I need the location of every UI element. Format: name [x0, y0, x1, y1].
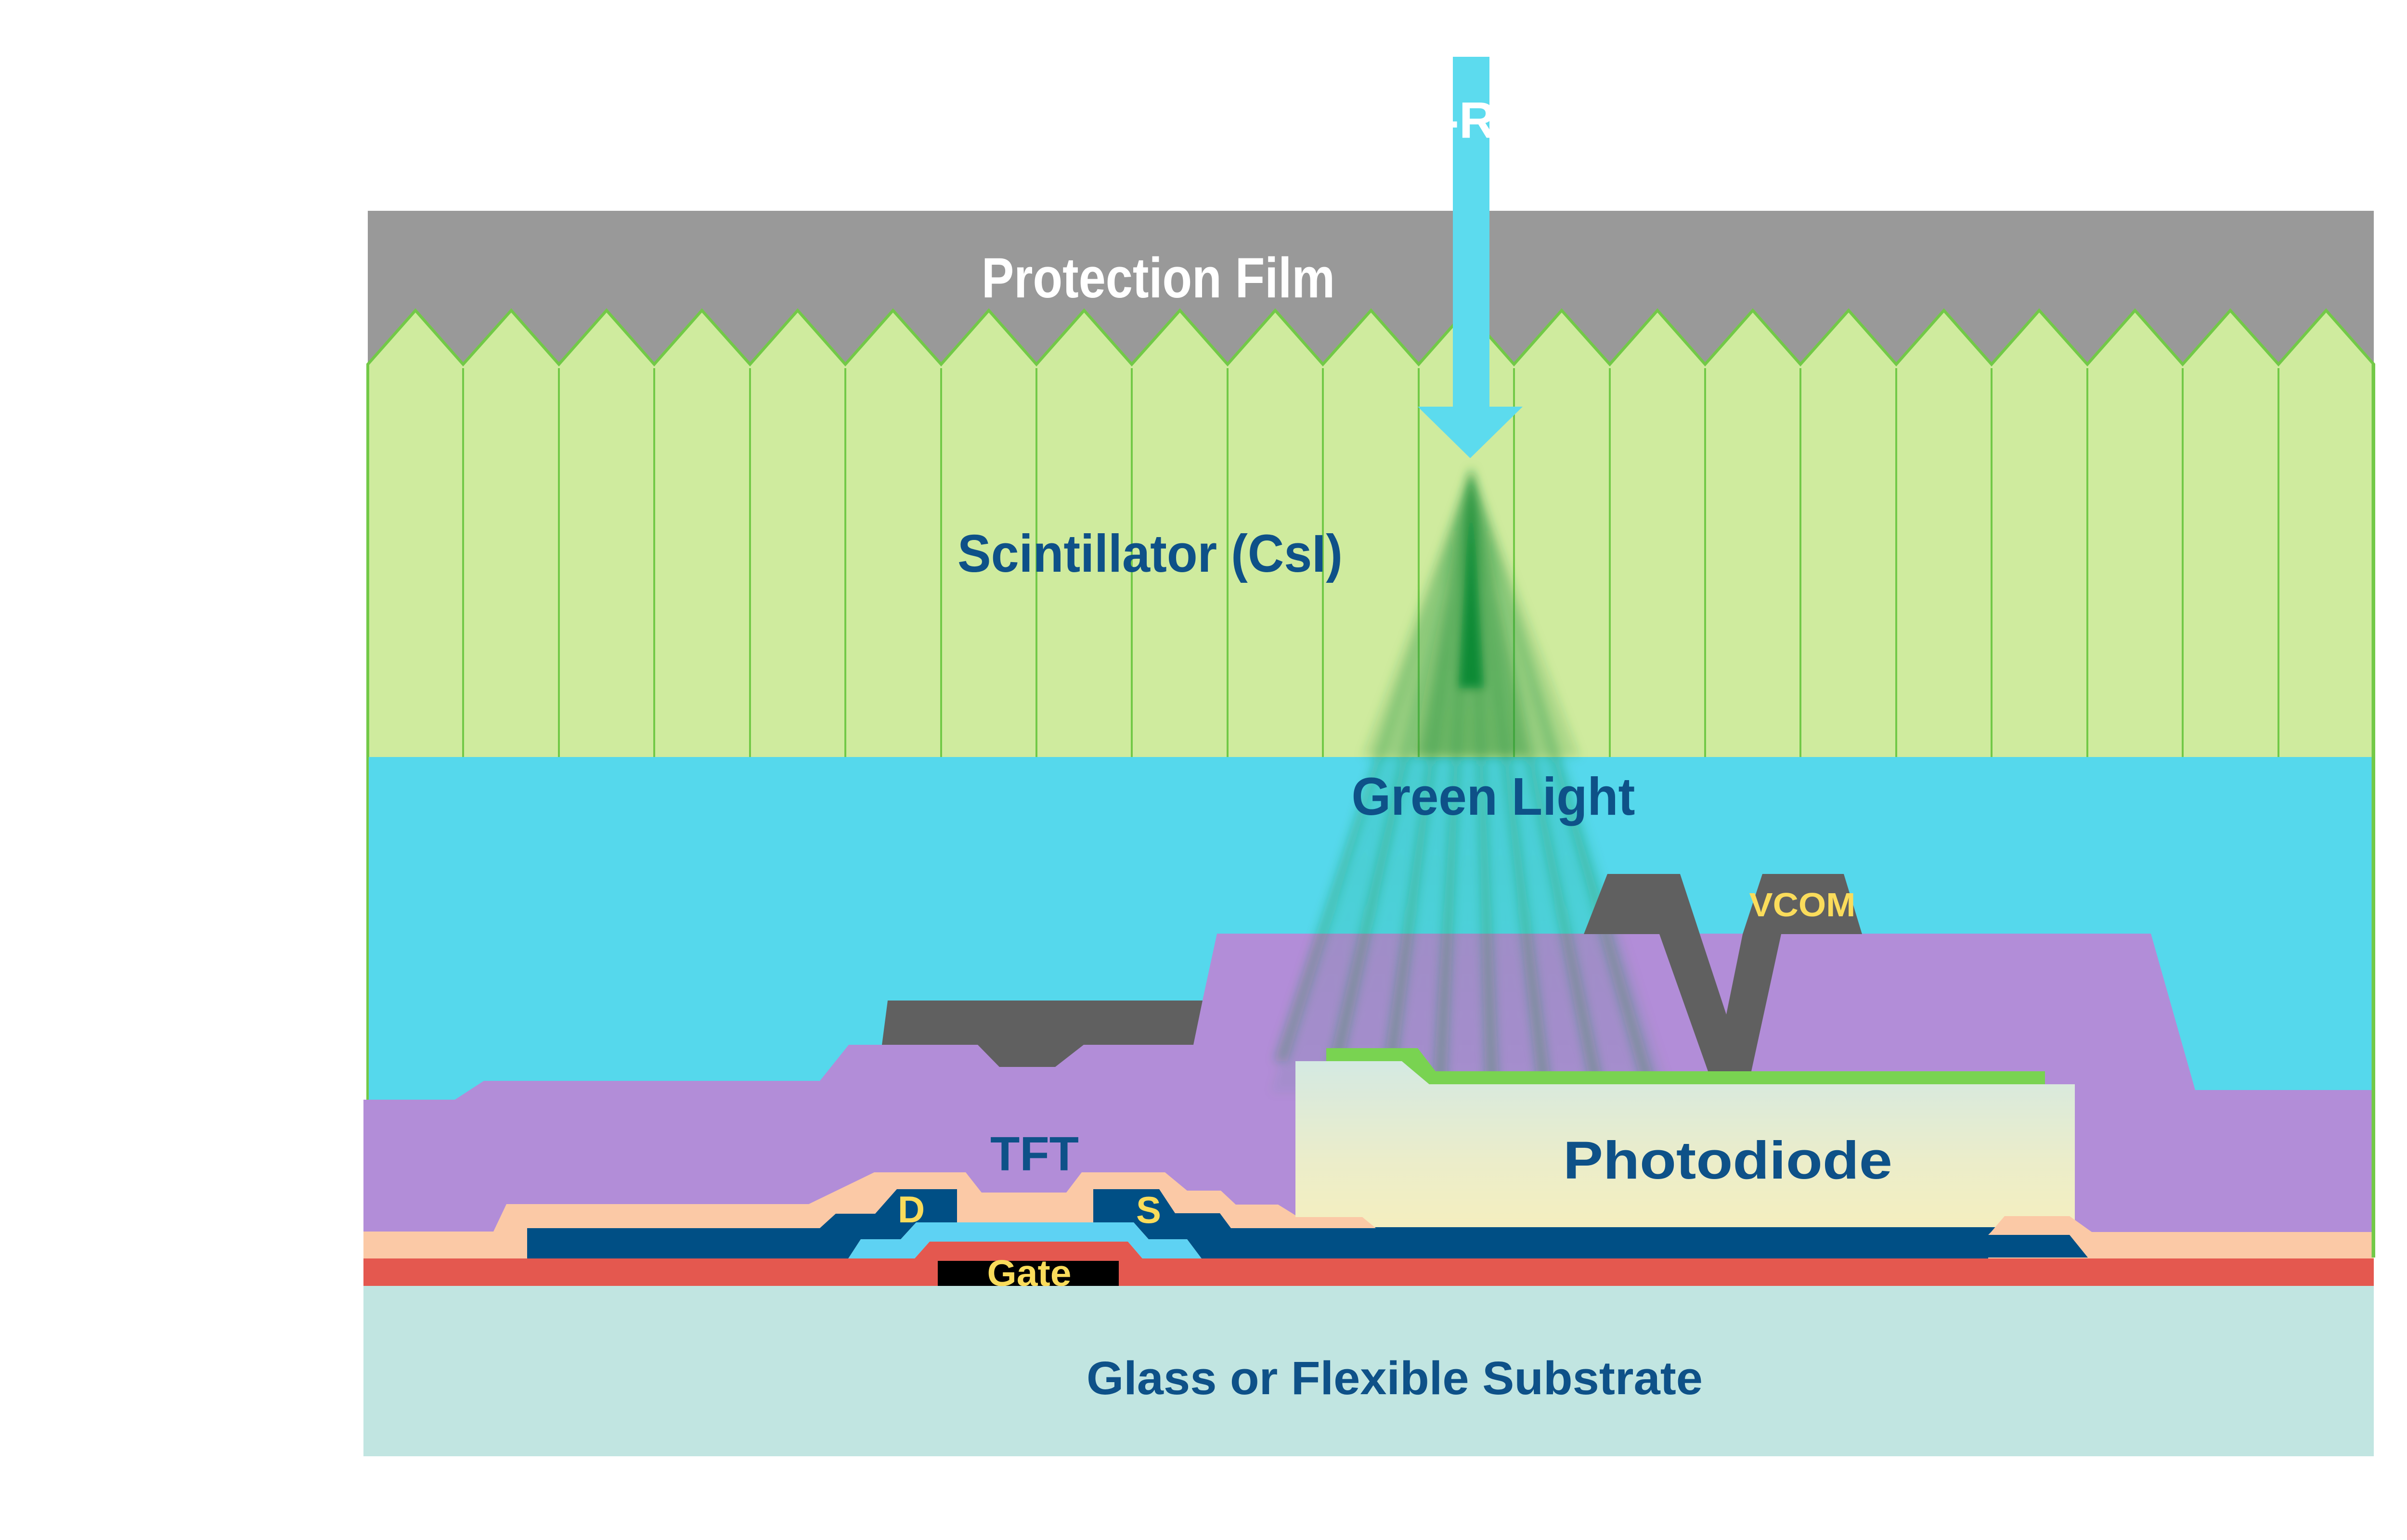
svg-text:Protection Film: Protection Film — [982, 246, 1335, 310]
svg-text:X-Ray: X-Ray — [1408, 92, 1553, 149]
svg-text:D: D — [898, 1188, 925, 1231]
svg-text:Scintillator (CsI): Scintillator (CsI) — [958, 524, 1343, 583]
svg-text:VCOM: VCOM — [1749, 886, 1856, 924]
svg-text:Green Light: Green Light — [1352, 767, 1635, 826]
svg-text:S: S — [1136, 1189, 1161, 1231]
svg-text:Photodiode: Photodiode — [1563, 1131, 1892, 1190]
svg-text:TFT: TFT — [990, 1127, 1079, 1181]
svg-text:Gate: Gate — [987, 1253, 1072, 1294]
svg-text:Glass or Flexible Substrate: Glass or Flexible Substrate — [1087, 1352, 1703, 1404]
